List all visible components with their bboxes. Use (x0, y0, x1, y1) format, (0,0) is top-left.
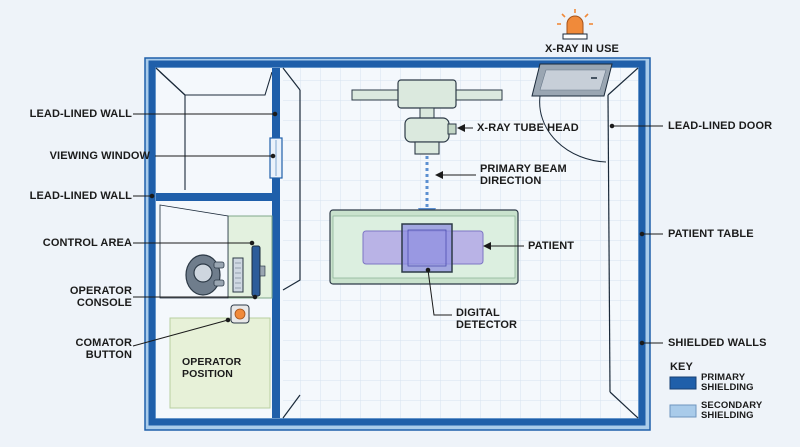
label-lead-lined-door: LEAD-LINED DOOR (668, 120, 773, 132)
key-swatch-secondary (669, 404, 697, 418)
ceiling-rail (351, 79, 503, 121)
lead-lined-door (531, 63, 613, 163)
comator-button-icon[interactable] (234, 308, 246, 320)
key-item-secondary: SECONDARY SHIELDING (701, 400, 763, 421)
operator-figure (185, 254, 225, 296)
key-title: KEY (670, 361, 693, 373)
lead-lined-horizontal-wall (156, 193, 280, 201)
label-operator-position: OPERATOR POSITION (182, 356, 242, 380)
label-control-area: CONTROL AREA (42, 237, 132, 249)
key-item-primary: PRIMARY SHIELDING (701, 372, 754, 393)
label-operator-console: OPERATOR CONSOLE (69, 285, 132, 309)
label-comator-button: COMATOR BUTTON (75, 337, 132, 361)
digital-detector (401, 223, 453, 273)
key-swatch-primary (669, 376, 697, 390)
monitor-icon (251, 245, 261, 297)
patient-table (329, 209, 519, 285)
warning-light-icon (557, 9, 593, 40)
control-room-upper (159, 71, 273, 190)
xray-tube-head (404, 117, 457, 155)
lead-lined-interior-wall (272, 68, 280, 418)
keyboard-icon (232, 257, 244, 293)
label-patient: PATIENT (528, 240, 575, 252)
label-viewing-window: VIEWING WINDOW (49, 150, 150, 162)
warning-sign-label: X-RAY IN USE (545, 43, 619, 55)
operator-position-area (169, 317, 271, 409)
label-primary-beam-direction: PRIMARY BEAM DIRECTION (480, 163, 567, 187)
label-shielded-walls: SHIELDED WALLS (668, 337, 767, 349)
label-lead-lined-wall-top: LEAD-LINED WALL (29, 108, 132, 120)
leader-lines (132, 111, 663, 347)
label-digital-detector: DIGITAL DETECTOR (456, 307, 518, 331)
label-xray-tube-head: X-RAY TUBE HEAD (477, 122, 579, 134)
label-lead-lined-wall-bottom: LEAD-LINED WALL (29, 190, 132, 202)
label-patient-table: PATIENT TABLE (668, 228, 754, 240)
